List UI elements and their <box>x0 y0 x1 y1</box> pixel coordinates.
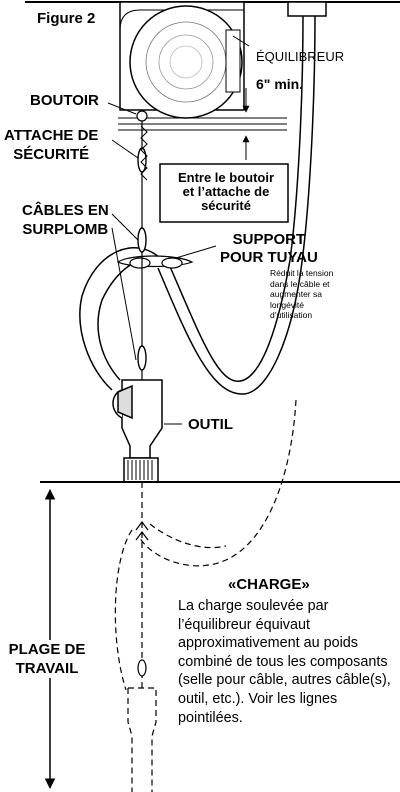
supply-hose <box>79 15 316 395</box>
bumper-label: BOUTOIR <box>30 92 99 109</box>
hose-support-clamp <box>116 255 194 269</box>
balancer-label: ÉQUILIBREUR <box>256 49 345 64</box>
overhead-cables-label: CÂBLES EN SURPLOMB <box>22 201 109 239</box>
balancer-unit <box>119 1 250 119</box>
between-box <box>159 163 289 223</box>
between-line-3: sécurité <box>201 198 251 213</box>
load-dashed-lines <box>114 399 297 792</box>
hose-support-note: Réduit la tension dans le câble et augme… <box>270 268 333 321</box>
between-box-text: Entre le boutoir et l’attache de sécurit… <box>165 171 287 213</box>
overhead-cables-line-2: SURPLOMB <box>22 221 109 238</box>
cable-assembly <box>136 110 148 380</box>
overhead-cables-line-1: CÂBLES EN <box>22 202 109 219</box>
charge-description: La charge soulevée par l’équilibreur équ… <box>178 598 391 726</box>
between-line-1: Entre le boutoir <box>177 170 275 185</box>
tool-body <box>112 379 163 483</box>
hose-mount-block <box>287 1 327 17</box>
load-dashed-hanger <box>135 521 149 677</box>
note-line-5: d’utilisation <box>270 310 313 320</box>
tool-label: OUTIL <box>188 416 233 433</box>
work-range-line-2: TRAVAIL <box>15 660 79 677</box>
hose-support-line-1: SUPPORT <box>232 231 306 248</box>
clearance-label: 6" min. <box>256 76 304 92</box>
safety-attachment-line-2: SÉCURITÉ <box>13 146 90 163</box>
safety-attachment-label: ATTACHE DE SÉCURITÉ <box>4 126 98 164</box>
note-line-3: augmenter sa <box>270 289 322 299</box>
hose-support-line-2: POUR TUYAU <box>220 249 318 266</box>
figure-label: Figure 2 <box>37 10 96 27</box>
note-line-1: Réduit la tension <box>270 268 334 278</box>
charge-title: «CHARGE» <box>228 576 310 593</box>
safety-attachment-line-1: ATTACHE DE <box>4 127 99 144</box>
note-line-2: dans le câble et <box>270 278 330 289</box>
work-range-label: PLAGE DE TRAVAIL <box>4 640 90 678</box>
between-line-2: et l’attache de <box>182 184 270 199</box>
leader-lines <box>107 102 217 425</box>
work-range-line-1: PLAGE DE <box>8 641 86 658</box>
hose-support-label: SUPPORT POUR TUYAU <box>220 231 318 267</box>
note-line-4: longévité <box>270 299 305 310</box>
